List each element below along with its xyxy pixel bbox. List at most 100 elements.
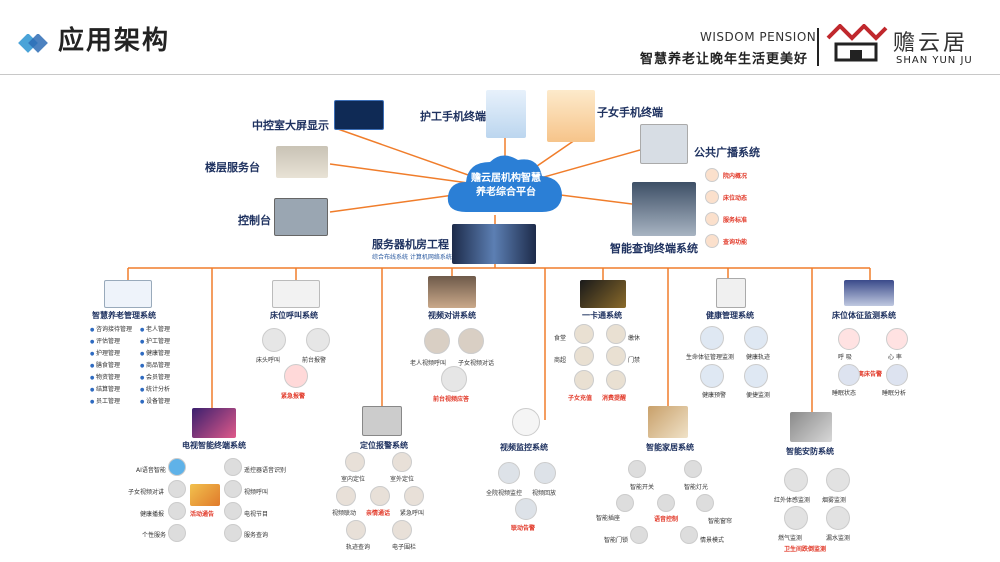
server-room-subtitle: 综合布线系统 计算机网络系统 xyxy=(372,254,452,261)
child-video-call-icon xyxy=(168,480,186,498)
positioning-alert: 亲情通话 xyxy=(366,510,391,517)
health-item: 健康轨迹 xyxy=(746,354,771,361)
video-talk-alert: 前台视频应答 xyxy=(433,396,470,403)
list-item: 评估管理 xyxy=(90,336,132,348)
tv-item: 电视节目 xyxy=(244,511,269,518)
shop-icon xyxy=(574,346,594,366)
hospital-icon xyxy=(705,168,719,182)
positioning-item: 室外定位 xyxy=(390,476,415,483)
health-item: 便捷监测 xyxy=(746,392,771,399)
nurse-phone-label: 护工手机终端 xyxy=(420,110,486,123)
health-title: 健康管理系统 xyxy=(706,311,754,320)
query-item: 查询功能 xyxy=(705,234,747,248)
tv-item: 个性服务 xyxy=(142,532,167,539)
activity-notice-image xyxy=(190,484,220,506)
list-item: 护工管理 xyxy=(140,336,170,348)
video-monitor-item: 全院视频监控 xyxy=(486,490,523,497)
smart-bed-image xyxy=(844,280,894,306)
voice-icon xyxy=(657,494,675,512)
smart-home-image xyxy=(648,406,688,438)
list-item: 会员管理 xyxy=(140,372,170,384)
smart-home-item: 情景模式 xyxy=(700,537,725,544)
front-desk-icon xyxy=(306,328,330,352)
bed-call-title: 床位呼叫系统 xyxy=(270,311,318,320)
canteen-icon xyxy=(574,324,594,344)
list-item: 结算管理 xyxy=(90,384,132,396)
brand-logo-icon xyxy=(826,23,888,68)
smart-home-title: 智能家居系统 xyxy=(646,443,694,452)
bed-call-icon xyxy=(262,328,286,352)
service-icon xyxy=(705,212,719,226)
bed-vital-item: 心 率 xyxy=(888,354,902,361)
query-terminal-image xyxy=(632,182,696,236)
video-talk-image xyxy=(428,276,476,308)
brand-english: WISDOM PENSION xyxy=(700,30,817,44)
magnifier-icon xyxy=(705,234,719,248)
emergency-call-icon xyxy=(404,486,424,506)
security-title: 智能安防系统 xyxy=(786,447,834,456)
tv-terminal-image xyxy=(192,408,236,438)
list-item: 膳食管理 xyxy=(90,360,132,372)
query-terminal-label: 智能查询终端系统 xyxy=(610,242,698,255)
video-talk-title: 视频对讲系统 xyxy=(428,311,476,320)
recharge-icon xyxy=(574,370,594,390)
list-item: 统计分析 xyxy=(140,384,170,396)
smart-home-item: 智能灯光 xyxy=(684,484,709,491)
card-item: 商超 xyxy=(554,357,567,364)
bed-icon xyxy=(705,190,719,204)
tv-item: 健康播报 xyxy=(140,511,165,518)
card-item: 门禁 xyxy=(628,357,641,364)
health-device-image xyxy=(716,278,746,308)
service-query-icon xyxy=(224,524,242,542)
list-item: 护理管理 xyxy=(90,348,132,360)
security-image xyxy=(790,412,832,442)
broadcast-image xyxy=(640,124,688,164)
query-item-label: 床位动态 xyxy=(723,194,748,202)
tv-item: 服务查询 xyxy=(244,532,269,539)
bed-call-item: 床头呼叫 xyxy=(256,357,281,364)
security-item: 燃气监测 xyxy=(778,535,803,542)
warning-icon xyxy=(700,364,724,388)
front-desk-video-icon xyxy=(441,366,467,392)
server-room-image xyxy=(452,224,536,264)
list-item: 健康管理 xyxy=(140,348,170,360)
card-alert: 消费提醒 xyxy=(602,395,627,402)
video-talk-item: 子女视频对话 xyxy=(458,360,495,367)
positioning-item: 视频联动 xyxy=(332,510,357,517)
video-talk-item: 老人视频呼叫 xyxy=(410,360,447,367)
tv-terminal-title: 电视智能终端系统 xyxy=(182,441,246,450)
gas-icon xyxy=(784,506,808,530)
brand-divider xyxy=(817,28,819,66)
floor-desk-label: 楼层服务台 xyxy=(205,161,260,174)
video-monitor-alert: 联动告警 xyxy=(511,525,536,532)
pension-mgmt-image xyxy=(104,280,152,308)
elder-video-icon xyxy=(424,328,450,354)
payment-icon xyxy=(606,324,626,344)
remote-icon xyxy=(224,458,242,476)
fence-icon xyxy=(392,520,412,540)
list-item: 员工管理 xyxy=(90,396,132,408)
door-icon xyxy=(606,346,626,366)
security-alert: 卫生间跌倒监测 xyxy=(784,546,827,553)
smart-home-item: 智能门锁 xyxy=(604,537,629,544)
bed-vital-title: 床位体征监测系统 xyxy=(832,311,896,320)
security-item: 漏水监测 xyxy=(826,535,851,542)
outdoor-icon xyxy=(392,452,412,472)
floor-desk-image xyxy=(276,146,328,178)
page-title: 应用架构 xyxy=(58,26,171,56)
card-image xyxy=(580,280,626,308)
query-item: 院内概况 xyxy=(705,168,747,182)
tv-item: 子女视频对讲 xyxy=(128,489,165,496)
lock-icon xyxy=(630,526,648,544)
light-icon xyxy=(684,460,702,478)
logo-mark-icon xyxy=(18,33,54,62)
query-item-label: 服务标准 xyxy=(723,216,748,224)
video-link-icon xyxy=(336,486,356,506)
water-leak-icon xyxy=(826,506,850,530)
bed-vital-item: 呼 吸 xyxy=(838,354,852,361)
brand-slogan: 智慧养老让晚年生活更美好 xyxy=(640,52,809,67)
bed-vital-alert: 离床告警 xyxy=(858,371,883,378)
big-screen-image xyxy=(334,100,384,130)
query-item-label: 查询功能 xyxy=(723,238,748,246)
family-call-icon xyxy=(370,486,390,506)
